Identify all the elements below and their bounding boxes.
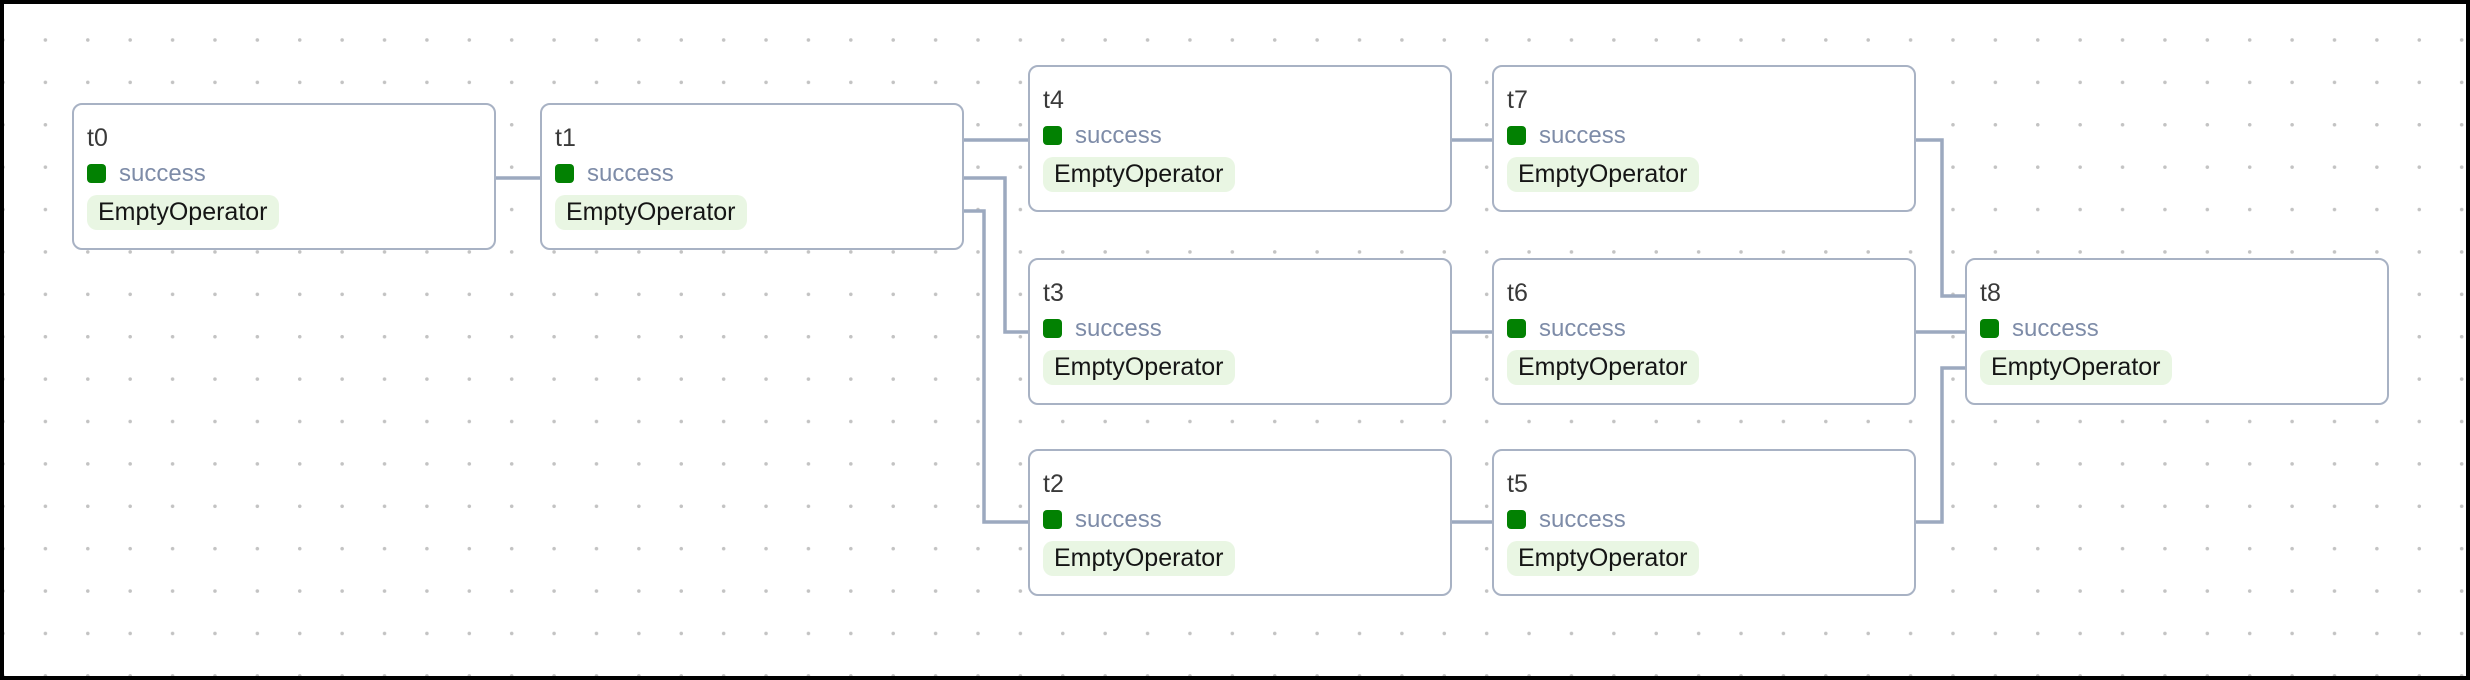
task-node-t7[interactable]: t7 success EmptyOperator — [1492, 65, 1916, 212]
status-label: success — [587, 159, 674, 187]
task-status-row: success — [1980, 314, 2373, 343]
status-success-icon — [1507, 510, 1526, 529]
operator-row: EmptyOperator — [1507, 541, 1900, 576]
status-success-icon — [1043, 126, 1062, 145]
task-node-t3[interactable]: t3 success EmptyOperator — [1028, 258, 1452, 405]
task-node-t2[interactable]: t2 success EmptyOperator — [1028, 449, 1452, 596]
task-status-row: success — [87, 159, 480, 188]
task-node-t1[interactable]: t1 success EmptyOperator — [540, 103, 964, 250]
task-node-t6[interactable]: t6 success EmptyOperator — [1492, 258, 1916, 405]
status-success-icon — [1980, 319, 1999, 338]
status-label: success — [1539, 505, 1626, 533]
operator-row: EmptyOperator — [87, 195, 480, 230]
task-id: t6 — [1507, 279, 1528, 307]
task-id: t8 — [1980, 279, 2001, 307]
task-status-row: success — [1507, 314, 1900, 343]
task-node-t5[interactable]: t5 success EmptyOperator — [1492, 449, 1916, 596]
operator-badge: EmptyOperator — [1507, 157, 1699, 192]
edge-t1-t3 — [964, 176, 1028, 334]
operator-row: EmptyOperator — [1980, 350, 2373, 385]
edge-t7-t8 — [1916, 138, 1965, 298]
status-label: success — [119, 159, 206, 187]
status-success-icon — [1507, 319, 1526, 338]
task-id: t7 — [1507, 86, 1528, 114]
task-node-t8[interactable]: t8 success EmptyOperator — [1965, 258, 2389, 405]
operator-row: EmptyOperator — [1043, 350, 1436, 385]
operator-badge: EmptyOperator — [555, 195, 747, 230]
operator-badge: EmptyOperator — [1507, 541, 1699, 576]
operator-row: EmptyOperator — [1507, 350, 1900, 385]
task-id: t0 — [87, 124, 108, 152]
operator-badge: EmptyOperator — [1043, 541, 1235, 576]
operator-badge: EmptyOperator — [1980, 350, 2172, 385]
dag-canvas[interactable]: t0 success EmptyOperator t1 success Empt… — [4, 4, 2466, 676]
task-id: t4 — [1043, 86, 1064, 114]
task-status-row: success — [1507, 121, 1900, 150]
task-status-row: success — [1043, 314, 1436, 343]
task-id: t5 — [1507, 470, 1528, 498]
operator-row: EmptyOperator — [1043, 541, 1436, 576]
status-success-icon — [555, 164, 574, 183]
operator-badge: EmptyOperator — [87, 195, 279, 230]
status-label: success — [1539, 314, 1626, 342]
task-status-row: success — [1043, 505, 1436, 534]
operator-badge: EmptyOperator — [1043, 157, 1235, 192]
status-label: success — [2012, 314, 2099, 342]
status-success-icon — [1043, 510, 1062, 529]
status-label: success — [1075, 505, 1162, 533]
status-success-icon — [1507, 126, 1526, 145]
task-node-t4[interactable]: t4 success EmptyOperator — [1028, 65, 1452, 212]
status-success-icon — [87, 164, 106, 183]
task-id: t2 — [1043, 470, 1064, 498]
operator-badge: EmptyOperator — [1043, 350, 1235, 385]
edge-t1-t2 — [964, 209, 1028, 524]
status-label: success — [1075, 314, 1162, 342]
operator-row: EmptyOperator — [1507, 157, 1900, 192]
task-node-t0[interactable]: t0 success EmptyOperator — [72, 103, 496, 250]
status-success-icon — [1043, 319, 1062, 338]
task-status-row: success — [555, 159, 948, 188]
edge-t5-t8 — [1916, 366, 1965, 524]
operator-badge: EmptyOperator — [1507, 350, 1699, 385]
task-id: t3 — [1043, 279, 1064, 307]
task-id: t1 — [555, 124, 576, 152]
status-label: success — [1539, 121, 1626, 149]
operator-row: EmptyOperator — [1043, 157, 1436, 192]
status-label: success — [1075, 121, 1162, 149]
task-status-row: success — [1507, 505, 1900, 534]
operator-row: EmptyOperator — [555, 195, 948, 230]
task-status-row: success — [1043, 121, 1436, 150]
